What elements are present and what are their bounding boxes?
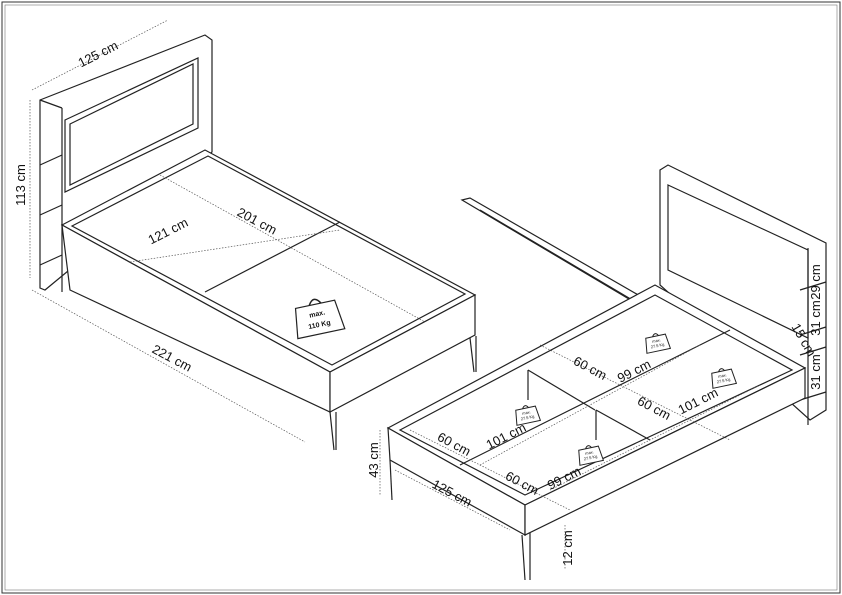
left-height-label: 113 cm xyxy=(13,164,28,206)
weight-line2: 27.5 Kg xyxy=(520,414,535,422)
shelf-height-4: 31 cm xyxy=(808,354,823,389)
weight-icon: max. 27.5 Kg xyxy=(578,445,605,466)
left-bed: 125 cm 113 cm 121 cm 201 cm 221 cm max. … xyxy=(13,19,477,451)
weight-line2: 27.5 Kg xyxy=(650,342,665,350)
weight-line1: max. xyxy=(718,372,728,379)
right-frame-height-label: 43 cm xyxy=(366,442,381,477)
shelf-height-2: 31 cm xyxy=(808,300,823,335)
weight-line2: 27.5 Kg xyxy=(583,454,598,462)
weight-limit-line2: 110 Kg xyxy=(308,320,332,332)
weight-icon: max. 110 Kg xyxy=(294,298,346,340)
leg-height-label: 12 cm xyxy=(560,530,575,565)
weight-line1: max. xyxy=(585,449,595,456)
shelf-height-1: 29 cm xyxy=(808,264,823,299)
left-total-length-label: 221 cm xyxy=(150,341,195,374)
left-width-label: 125 cm xyxy=(76,38,121,71)
weight-icon: max. 27.5 Kg xyxy=(645,333,672,354)
weight-line1: max. xyxy=(652,337,662,344)
inner-frame xyxy=(4,4,838,591)
weight-icon: max. 27.5 Kg xyxy=(515,405,542,426)
weight-icon: max. 27.5 Kg xyxy=(711,368,738,389)
weight-line2: 27.5 Kg xyxy=(716,377,731,385)
weight-limit-line1: max. xyxy=(309,309,326,319)
right-bed: 60 cm 99 cm 60 cm 101 cm 60 cm 101 cm 60… xyxy=(366,164,827,581)
weight-line1: max. xyxy=(522,409,532,416)
